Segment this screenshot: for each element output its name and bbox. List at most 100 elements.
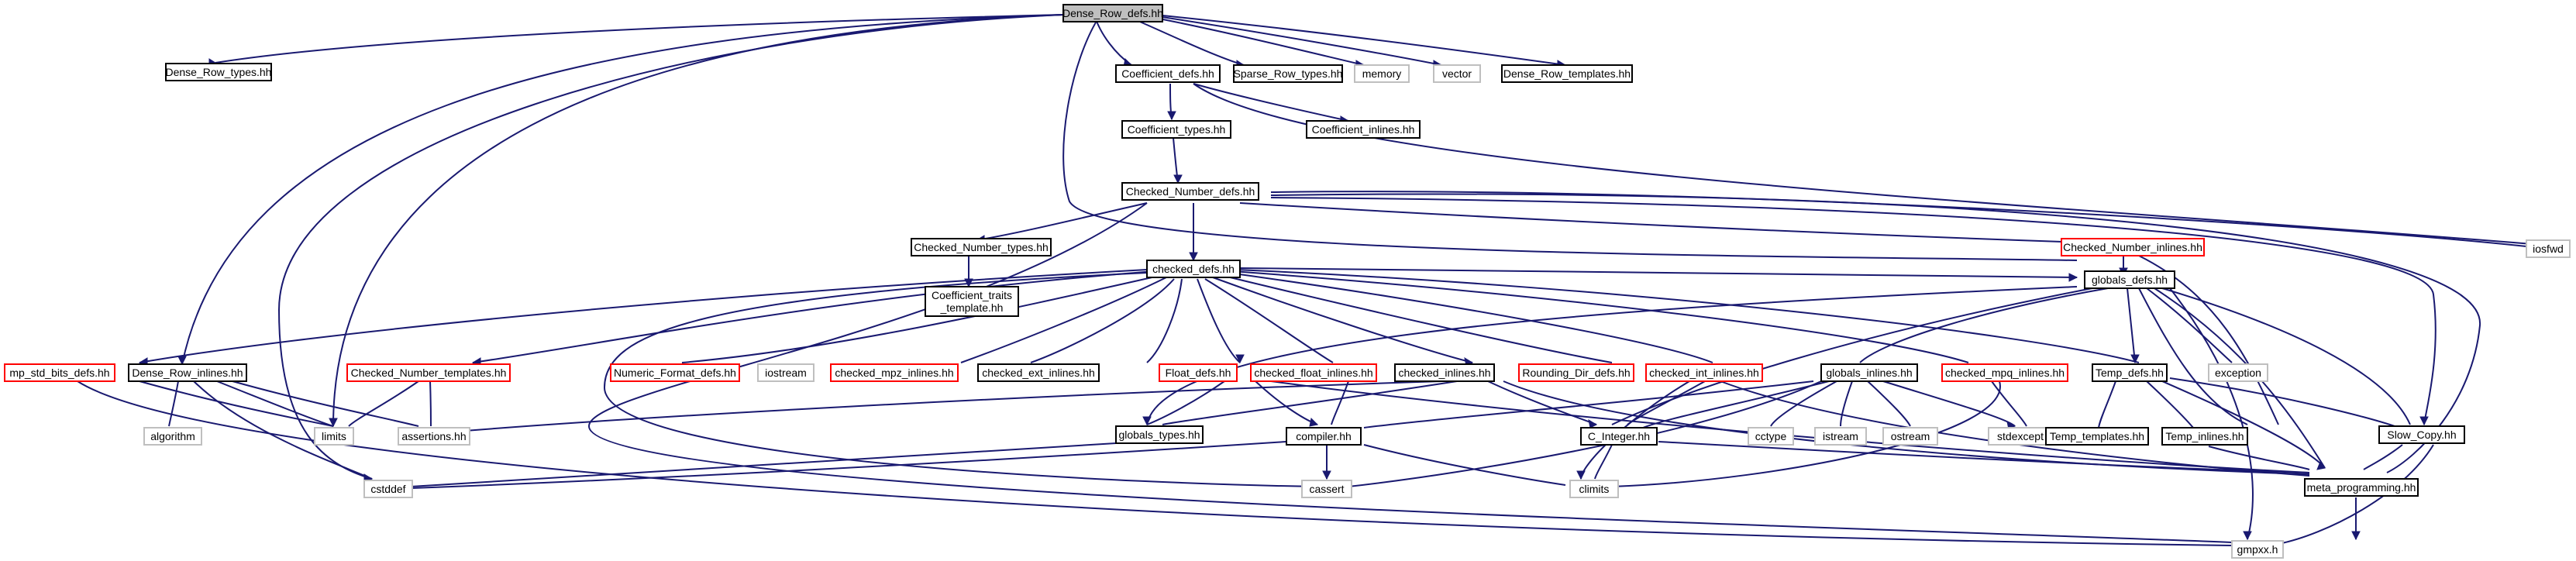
node-iostream[interactable]: iostream — [757, 363, 814, 382]
edge-checked-defs-to-mp-std-bits-defs — [139, 269, 1148, 363]
edge-dense-row-inlines-to-algorithm — [168, 380, 179, 427]
svg-text:Coefficient_types.hh: Coefficient_types.hh — [1128, 123, 1226, 136]
node-temp-templates[interactable]: Temp_templates.hh — [2045, 427, 2149, 446]
node-istream[interactable]: istream — [1814, 427, 1867, 446]
edge-temp-defs-to-temp-inlines — [2146, 380, 2194, 428]
node-limits[interactable]: limits — [314, 427, 354, 446]
node-memory[interactable]: memory — [1354, 64, 1410, 83]
svg-text:memory: memory — [1362, 67, 1402, 80]
svg-text:globals_defs.hh: globals_defs.hh — [2092, 274, 2168, 286]
node-checked-float-inlines[interactable]: checked_float_inlines.hh — [1250, 363, 1377, 382]
svg-text:C_Integer.hh: C_Integer.hh — [1588, 430, 1650, 442]
edge-checked-number-defs-to-slow-copy — [1270, 197, 2437, 425]
node-climits[interactable]: climits — [1569, 480, 1619, 498]
node-slow-copy[interactable]: Slow_Copy.hh — [2378, 425, 2465, 444]
svg-text:Checked_Number_defs.hh: Checked_Number_defs.hh — [1126, 185, 1255, 198]
edge-coefficient-defs-to-coefficient-inlines — [1193, 83, 1349, 122]
node-checked-ext-inlines[interactable]: checked_ext_inlines.hh — [977, 363, 1100, 382]
node-dense-row-inlines[interactable]: Dense_Row_inlines.hh — [128, 363, 247, 382]
arrowhead — [1309, 417, 1319, 427]
node-stdexcept[interactable]: stdexcept — [1988, 427, 2053, 446]
node-algorithm[interactable]: algorithm — [143, 427, 202, 446]
svg-text:checked_defs.hh: checked_defs.hh — [1152, 263, 1235, 275]
node-rounding-dir-defs[interactable]: Rounding_Dir_defs.hh — [1518, 363, 1634, 382]
svg-text:mp_std_bits_defs.hh: mp_std_bits_defs.hh — [9, 367, 109, 379]
node-iosfwd[interactable]: iosfwd — [2526, 239, 2571, 258]
edge-checked-number-defs-to-iosfwd — [1270, 191, 2527, 247]
node-checked-number-defs[interactable]: Checked_Number_defs.hh — [1121, 182, 1259, 201]
node-compiler[interactable]: compiler.hh — [1286, 427, 1362, 446]
node-temp-inlines[interactable]: Temp_inlines.hh — [2161, 427, 2248, 446]
edge-dense-row-defs-to-memory — [1138, 14, 1365, 66]
edge-checked-defs-to-checked-mpq-inlines — [1231, 270, 1969, 363]
edge-globals-defs-to-slow-copy — [2161, 287, 2411, 425]
edge-c-integer-to-meta-programming — [1658, 441, 2310, 473]
edge-globals-defs-to-exception — [2146, 287, 2233, 363]
node-ostream[interactable]: ostream — [1882, 427, 1938, 446]
arrowhead — [2068, 273, 2078, 282]
node-temp-defs[interactable]: Temp_defs.hh — [2092, 363, 2168, 382]
node-coefficient-types[interactable]: Coefficient_types.hh — [1121, 120, 1231, 139]
edge-checked-defs-to-checked-float-inlines — [1204, 278, 1334, 363]
edge-dense-row-defs-to-cstddef — [277, 14, 1064, 480]
node-dense-row-types[interactable]: Dense_Row_types.hh — [165, 63, 272, 81]
edge-checked-defs-to-checked-number-templates — [472, 270, 1155, 363]
edge-checked-defs-to-float-defs — [1197, 278, 1241, 363]
svg-text:Checked_Number_inlines.hh: Checked_Number_inlines.hh — [2063, 241, 2202, 253]
edge-checked-defs-to-iostream — [960, 277, 1167, 363]
node-checked-defs[interactable]: checked_defs.hh — [1146, 260, 1241, 278]
node-numeric-format-defs[interactable]: Numeric_Format_defs.hh — [610, 363, 740, 382]
node-checked-inlines[interactable]: checked_inlines.hh — [1394, 363, 1495, 382]
edge-temp-inlines-to-meta-programming — [2208, 446, 2310, 470]
node-cstddef[interactable]: cstddef — [363, 480, 413, 498]
node-sparse-row-types[interactable]: Sparse_Row_types.hh — [1233, 64, 1343, 83]
node-c-integer[interactable]: C_Integer.hh — [1580, 427, 1658, 446]
node-checked-number-inlines[interactable]: Checked_Number_inlines.hh — [2061, 238, 2205, 256]
svg-text:assertions.hh: assertions.hh — [401, 430, 466, 442]
edge-checked-defs-to-temp-defs — [1235, 269, 2140, 363]
svg-text:Sparse_Row_types.hh: Sparse_Row_types.hh — [1234, 67, 1343, 80]
arrowhead — [1189, 252, 1198, 262]
svg-text:Dense_Row_types.hh: Dense_Row_types.hh — [166, 66, 272, 78]
edge-globals-defs-to-gmpxx — [2169, 287, 2254, 540]
node-vector[interactable]: vector — [1433, 64, 1481, 83]
svg-text:Coefficient_traits: Coefficient_traits — [932, 289, 1012, 301]
svg-text:Checked_Number_templates.hh: Checked_Number_templates.hh — [351, 367, 507, 379]
node-cassert[interactable]: cassert — [1301, 480, 1352, 498]
edge-checked-inlines-to-c-integer — [1487, 380, 1597, 425]
node-checked-number-types[interactable]: Checked_Number_types.hh — [911, 238, 1052, 256]
svg-text:Rounding_Dir_defs.hh: Rounding_Dir_defs.hh — [1522, 367, 1630, 379]
arrowhead — [1173, 174, 1183, 184]
node-float-defs[interactable]: Float_defs.hh — [1159, 363, 1238, 382]
node-coefficient-traits-template[interactable]: Coefficient_traits _template.hh — [925, 286, 1019, 317]
svg-text:globals_inlines.hh: globals_inlines.hh — [1826, 367, 1912, 379]
node-globals-inlines[interactable]: globals_inlines.hh — [1820, 363, 1918, 382]
node-checked-mpz-inlines[interactable]: checked_mpz_inlines.hh — [830, 363, 959, 382]
node-coefficient-defs[interactable]: Coefficient_defs.hh — [1115, 64, 1221, 83]
arrowhead — [177, 356, 187, 366]
node-exception[interactable]: exception — [2208, 363, 2268, 382]
node-globals-types[interactable]: globals_types.hh — [1115, 425, 1204, 444]
node-assertions[interactable]: assertions.hh — [398, 427, 470, 446]
edge-globals-defs-to-stdexcept — [2138, 287, 2248, 425]
svg-text:istream: istream — [1823, 430, 1858, 442]
svg-text:checked_inlines.hh: checked_inlines.hh — [1398, 367, 1490, 379]
node-gmpxx[interactable]: gmpxx.h — [2231, 540, 2284, 559]
node-globals-defs[interactable]: globals_defs.hh — [2084, 270, 2175, 289]
node-checked-mpq-inlines[interactable]: checked_mpq_inlines.hh — [1941, 363, 2068, 382]
node-coefficient-inlines[interactable]: Coefficient_inlines.hh — [1306, 120, 1421, 139]
node-dense-row-templates[interactable]: Dense_Row_templates.hh — [1501, 64, 1633, 83]
svg-text:compiler.hh: compiler.hh — [1296, 430, 1352, 442]
svg-text:checked_float_inlines.hh: checked_float_inlines.hh — [1254, 367, 1372, 379]
node-meta-programming[interactable]: meta_programming.hh — [2304, 478, 2419, 497]
node-mp-std-bits-defs[interactable]: mp_std_bits_defs.hh — [4, 363, 115, 382]
edge-checked-defs-to-checked-ext-inlines — [1146, 278, 1183, 363]
edge-checked-defs-to-numeric-format-defs — [681, 274, 1163, 363]
edge-globals-defs-to-globals-types — [1146, 286, 2078, 425]
node-checked-int-inlines[interactable]: checked_int_inlines.hh — [1645, 363, 1763, 382]
node-checked-number-templates[interactable]: Checked_Number_templates.hh — [346, 363, 511, 382]
edge-checked-defs-to-rounding-dir-defs — [1220, 274, 1613, 363]
node-dense-row-defs[interactable]: Dense_Row_defs.hh — [1062, 4, 1163, 22]
node-cctype[interactable]: cctype — [1748, 427, 1794, 446]
arrowhead — [1235, 354, 1245, 364]
